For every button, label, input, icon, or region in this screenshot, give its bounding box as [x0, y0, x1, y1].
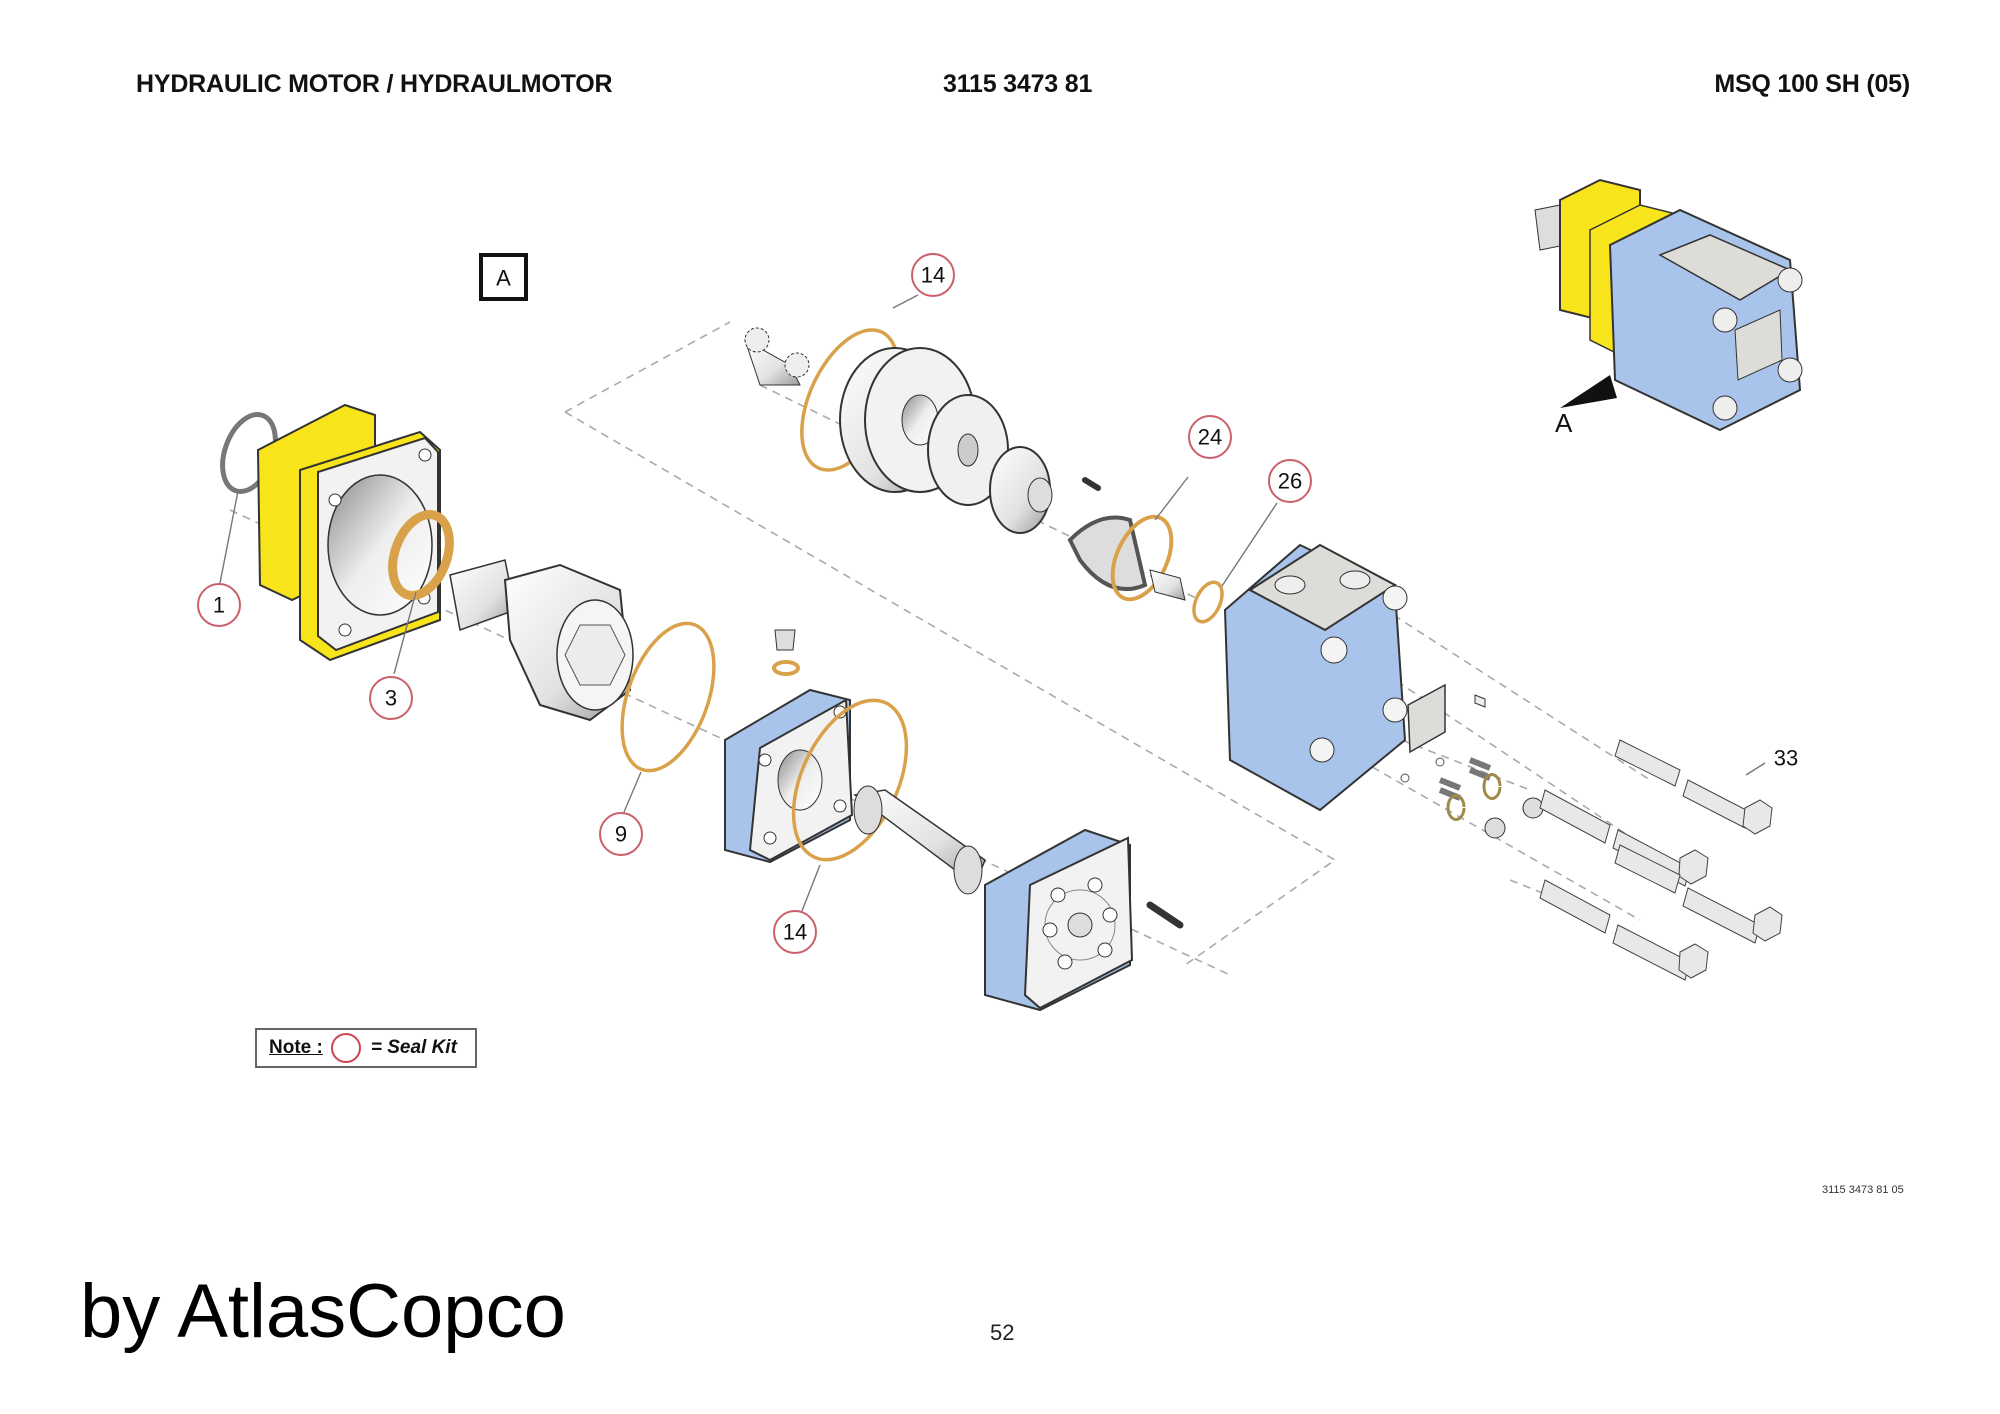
callout-33: 33 — [1774, 746, 1798, 771]
callout-14-lower: 14 — [773, 910, 817, 954]
callout-14-upper-label: 14 — [921, 263, 945, 288]
callout-1: 1 — [197, 583, 241, 627]
bearing-plate-blue — [724, 629, 854, 864]
seal-kit-circle-icon — [330, 1033, 361, 1063]
o-ring-item-26 — [1192, 580, 1224, 624]
assembled-motor-view — [1534, 178, 1803, 432]
view-label: A — [496, 266, 511, 291]
note-text: = Seal Kit — [370, 1037, 457, 1058]
end-cover-housing-blue — [1223, 543, 1446, 812]
flange-housing-yellow — [256, 403, 441, 662]
callout-14-upper: 14 — [911, 253, 955, 297]
note-label: Note : — [269, 1037, 323, 1058]
callout-24-label: 24 — [1198, 425, 1222, 450]
view-direction-arrow — [1560, 375, 1617, 408]
callout-9-label: 9 — [615, 822, 627, 847]
callout-26: 26 — [1268, 459, 1312, 503]
view-label-box: A — [479, 253, 528, 301]
rotor-set — [744, 327, 1148, 592]
shaft-seal-item-3 — [388, 510, 454, 600]
callout-1-label: 1 — [213, 593, 225, 618]
callout-33-label: 33 — [1774, 746, 1798, 771]
o-ring-item-24 — [1110, 514, 1174, 602]
output-shaft — [449, 559, 634, 722]
model-code: MSQ 100 SH (05) — [1714, 70, 1910, 98]
publisher-watermark: by AtlasCopco — [80, 1269, 566, 1354]
check-valve-parts — [1400, 694, 1544, 839]
bolts-item-33 — [1539, 739, 1783, 981]
cardan-shaft — [853, 785, 986, 895]
page-number: 52 — [990, 1320, 1015, 1345]
part-number: 3115 3473 81 — [943, 70, 1093, 98]
callout-26-label: 26 — [1278, 469, 1302, 494]
o-ring-item-9 — [620, 621, 716, 773]
document-title: HYDRAULIC MOTOR / HYDRAULMOTOR — [136, 70, 613, 98]
leader-lines — [219, 294, 1766, 917]
callout-3-label: 3 — [385, 686, 397, 711]
seal-kit-legend: Note : = Seal Kit — [255, 1028, 477, 1068]
callout-3: 3 — [369, 676, 413, 720]
callout-24: 24 — [1188, 415, 1232, 459]
callout-14-lower-label: 14 — [783, 920, 807, 945]
check-valve-pin — [1149, 569, 1186, 601]
callout-9: 9 — [599, 812, 643, 856]
distributor-plate-blue — [984, 828, 1184, 1012]
drawing-number: 3115 3473 81 05 — [1822, 1184, 1904, 1196]
assembly-view-label: A — [1555, 408, 1573, 438]
